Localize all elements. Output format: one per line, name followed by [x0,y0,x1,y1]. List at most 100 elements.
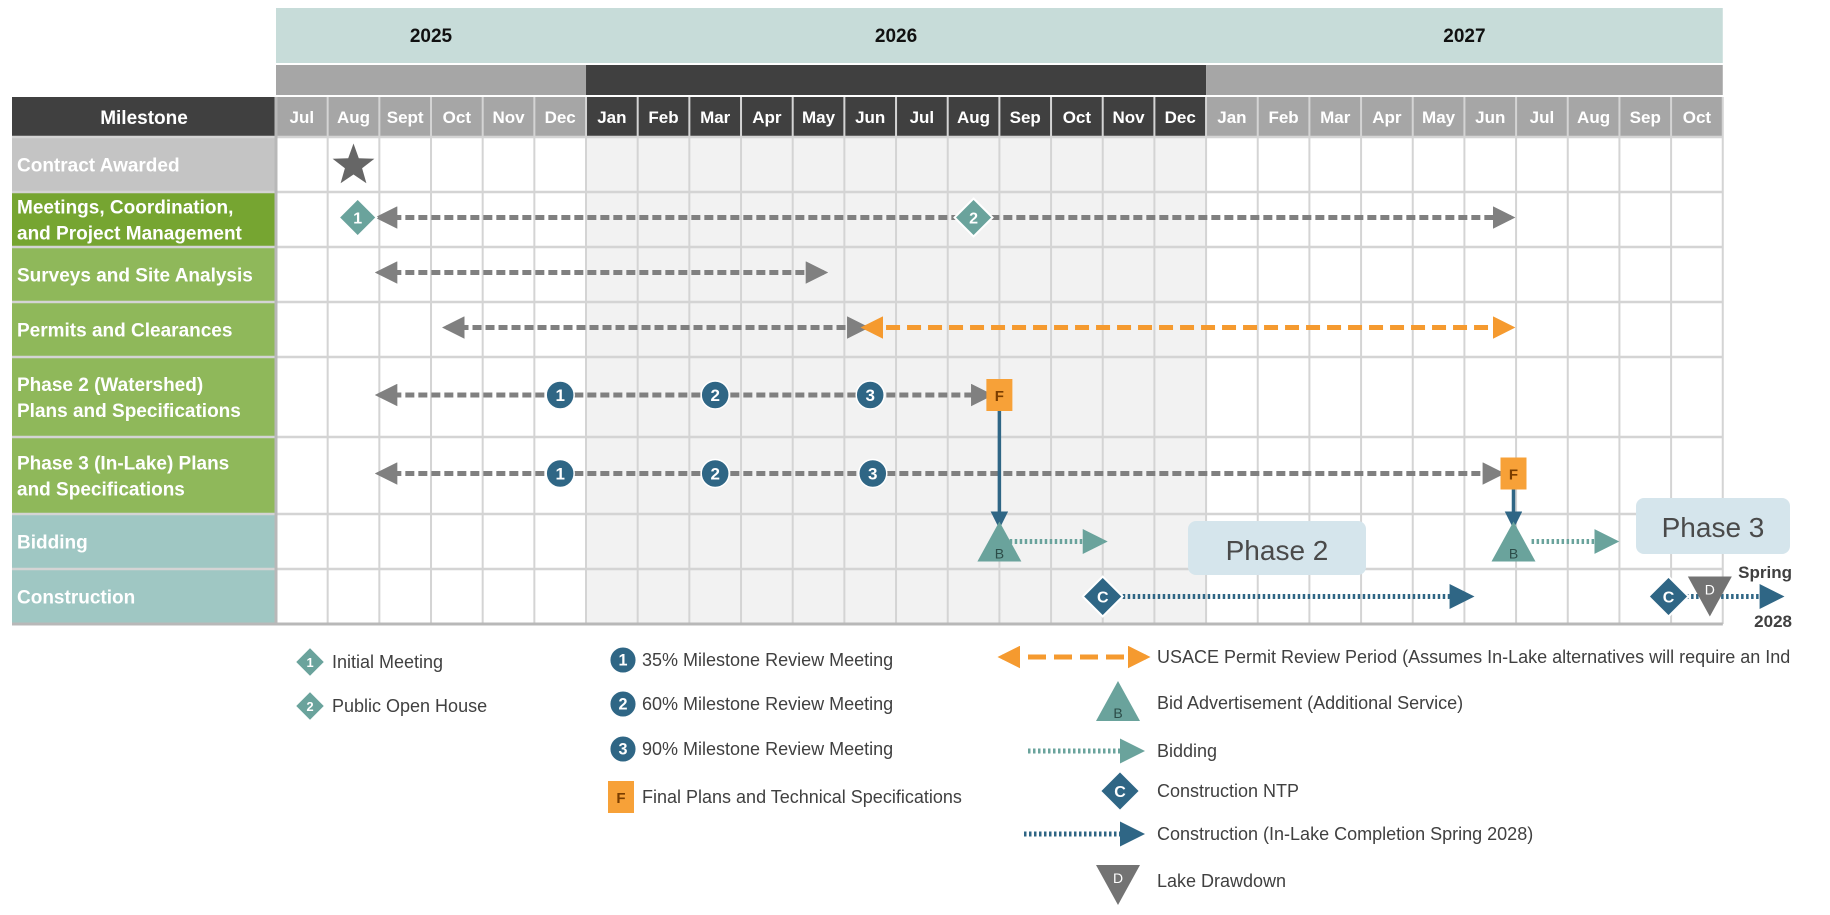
meeting-diamond-icon [293,689,327,723]
month-cell [1309,97,1362,137]
month-cell [999,97,1052,137]
month-cell [1412,97,1465,137]
review-circle-icon [608,645,638,675]
milestone-header-label: Milestone [100,108,188,129]
meeting-diamond-icon [953,197,994,238]
month-cell [1206,97,1258,137]
month-cell [1257,97,1310,137]
year-label-2027: 2027 [1443,26,1485,47]
review-circle-icon [608,734,638,764]
marker-label: C [1663,590,1675,607]
year-2028-label: 2028 [1754,612,1792,631]
month-label: Oct [443,108,472,127]
marker-label: B [995,546,1004,562]
review-circle-icon [700,380,730,410]
legend-item: Bidding [1028,738,1217,764]
year-bar-2027 [1206,65,1723,95]
month-cell [1516,97,1568,137]
row-label-text: Contract Awarded [17,156,180,177]
marker-label: 1 [619,652,628,670]
marker-label: 3 [619,741,628,759]
month-label: May [802,108,836,127]
month-label: Nov [492,108,525,127]
legend-text: Construction NTP [1157,781,1299,801]
row-label-text: Meetings, Coordination, [17,198,233,219]
month-label: Jun [855,108,885,127]
month-label: Mar [1320,108,1351,127]
month-label: Dec [1165,108,1196,127]
marker-label: D [1705,582,1715,598]
marker-label: 2 [710,386,719,405]
legend-text: Construction (In-Lake Completion Spring … [1157,824,1533,844]
year-band [276,8,1723,63]
phase-3-label: Phase 3 [1662,512,1765,543]
month-label: May [1422,108,1456,127]
final-plans-square-icon [608,781,634,813]
month-cell [741,97,793,137]
month-label: Aug [1577,108,1610,127]
year-bar-2026 [586,65,1207,95]
row-label-text: Surveys and Site Analysis [17,266,253,287]
marker-label: F [1509,467,1518,484]
month-cell [431,97,483,137]
row-label-cell [12,437,276,514]
legend-text: Bid Advertisement (Additional Service) [1157,693,1463,713]
row-label-text: Permits and Clearances [17,321,232,342]
review-circle-icon [700,458,730,489]
phase-3-box [1636,498,1790,554]
review-circle-icon [545,380,575,410]
marker-label: 3 [865,386,874,405]
meeting-diamond-icon [293,645,327,679]
month-cell [896,97,948,137]
marker-label: B [1113,705,1122,721]
legend-text: Public Open House [332,696,487,716]
month-cell [482,97,535,137]
month-cell [1154,97,1207,137]
marker-label: 2 [969,211,978,228]
row-label-text: Plans and Specifications [17,401,241,422]
connector-arrows [990,411,1523,529]
marker-label: 1 [555,386,564,405]
month-label: Dec [545,108,576,127]
row-label-text: and Specifications [17,480,185,501]
year-label-2026: 2026 [875,26,917,47]
legend-text: 60% Milestone Review Meeting [642,694,893,714]
marker-label: 1 [306,655,313,670]
month-cell [637,97,690,137]
legend-item: Construction (In-Lake Completion Spring … [1024,821,1533,847]
marker-label: F [616,790,625,807]
meeting-diamond-icon [337,197,379,238]
construction-ntp-diamond-icon [1098,769,1142,813]
phase-3-callout: Phase 3 [1636,498,1790,554]
row-label-cell [12,357,276,437]
month-label: Jul [910,108,935,127]
row-label-cell [12,514,276,569]
legend-text: Final Plans and Technical Specifications [642,787,962,807]
marker-label: 1 [555,465,564,484]
row-label-text: Construction [17,588,135,609]
month-label: Apr [752,108,782,127]
row-label-cell [12,137,276,192]
month-label: Oct [1683,108,1712,127]
month-label: Jan [597,108,626,127]
bid-triangle-icon [1096,681,1140,721]
row-label-text: Phase 2 (Watershed) [17,375,203,396]
month-cell [1619,97,1672,137]
row-label-cell [12,302,276,357]
month-cell [844,97,897,137]
drawdown-triangle-icon [1687,576,1732,617]
marker-label: C [1097,590,1109,607]
month-label: Apr [1372,108,1402,127]
marker-label: 3 [868,465,877,484]
month-label: Jun [1475,108,1505,127]
month-cell [1051,97,1103,137]
month-cell [947,97,1000,137]
month-cell [586,97,638,137]
month-label: Aug [957,108,990,127]
month-label: Sep [1010,108,1041,127]
row-label-text: Phase 3 (In-Lake) Plans [17,454,229,475]
